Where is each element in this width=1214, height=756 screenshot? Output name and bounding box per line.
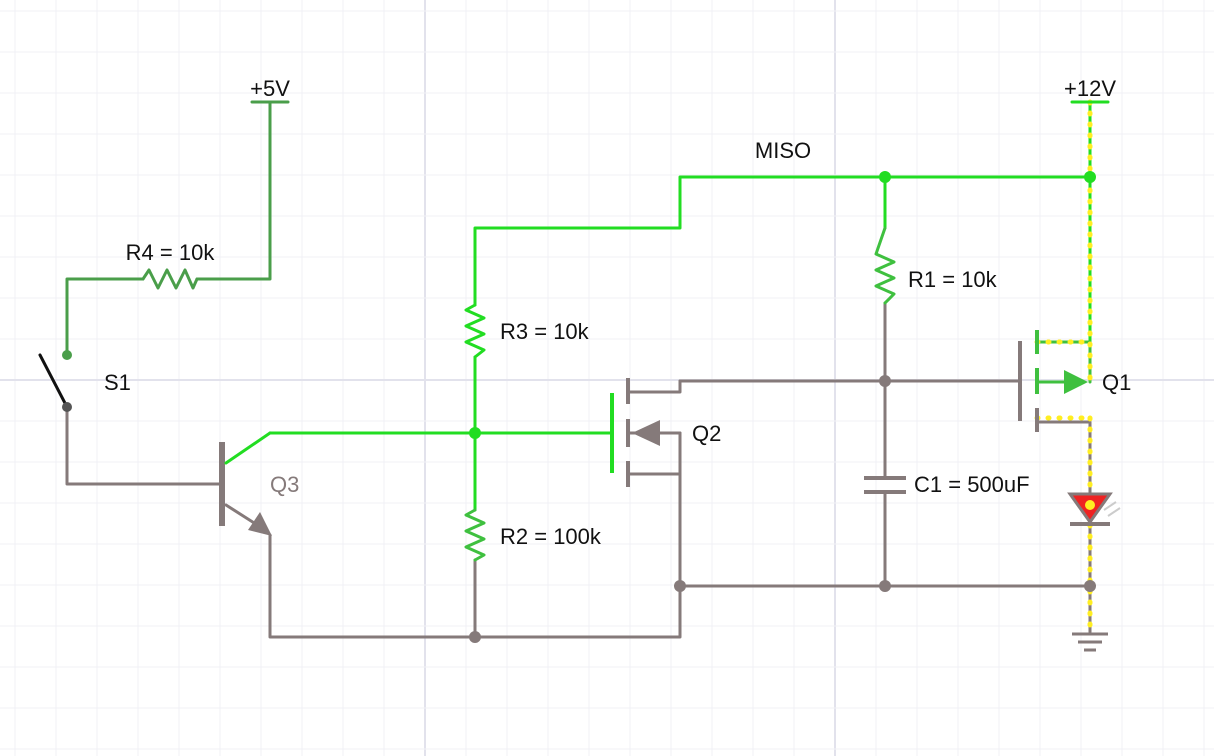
switch-s1[interactable]: S1 bbox=[38, 350, 131, 412]
switch-icon bbox=[38, 353, 69, 409]
resistor-icon bbox=[874, 226, 896, 305]
wire-miso[interactable] bbox=[473, 175, 1092, 307]
rail-plus5v[interactable]: +5V bbox=[250, 76, 290, 104]
junctions bbox=[469, 171, 1096, 643]
resistor-icon bbox=[141, 268, 199, 290]
transistor-q3[interactable]: Q3 bbox=[164, 431, 299, 536]
resistor-r1[interactable]: R1 = 10k bbox=[874, 226, 998, 305]
junction-dot bbox=[1084, 171, 1096, 183]
led-d1[interactable] bbox=[1067, 492, 1121, 526]
wire-r4-right[interactable] bbox=[195, 178, 272, 281]
junction-dot bbox=[469, 631, 481, 643]
transistor-q1-label: Q1 bbox=[1102, 370, 1131, 395]
junction-dot bbox=[879, 171, 891, 183]
led-icon bbox=[1067, 492, 1121, 526]
transistor-q3-label: Q3 bbox=[270, 472, 299, 497]
resistor-r2-label: R2 = 100k bbox=[500, 524, 602, 549]
junction-dot bbox=[879, 580, 891, 592]
transistor-q2-label: Q2 bbox=[692, 421, 721, 446]
junction-dot bbox=[674, 580, 686, 592]
wire-q2-drain[interactable] bbox=[626, 379, 682, 394]
resistor-r4[interactable]: R4 = 10k bbox=[126, 240, 216, 290]
junction-dot bbox=[1084, 580, 1096, 592]
rail-plus5v-label: +5V bbox=[250, 76, 290, 101]
capacitor-icon bbox=[864, 476, 906, 494]
resistor-icon bbox=[464, 303, 486, 359]
current-flow-dots bbox=[1034, 99, 1093, 635]
rail-plus12v[interactable]: +12V bbox=[1064, 76, 1116, 104]
resistor-r1-label: R1 = 10k bbox=[908, 267, 998, 292]
capacitor-c1-label: C1 = 500uF bbox=[914, 472, 1030, 497]
resistor-icon bbox=[464, 508, 486, 562]
rail-plus12v-label: +12V bbox=[1064, 76, 1116, 101]
resistor-r3-label: R3 = 10k bbox=[500, 319, 590, 344]
ground-icon bbox=[1072, 632, 1108, 652]
wire-s1-to-q3-base[interactable] bbox=[65, 405, 224, 486]
nmos-transistor-icon bbox=[574, 378, 682, 487]
junction-dot bbox=[469, 427, 481, 439]
transistor-q1[interactable]: Q1 bbox=[984, 330, 1131, 432]
net-label-miso: MISO bbox=[755, 138, 811, 163]
junction-dot bbox=[879, 375, 891, 387]
wire-q1-drain[interactable] bbox=[1035, 340, 1092, 384]
switch-s1-label: S1 bbox=[104, 370, 131, 395]
npn-transistor-icon bbox=[164, 431, 272, 536]
resistor-r2[interactable]: R2 = 100k bbox=[464, 508, 602, 562]
wire-r4-left-to-s1[interactable] bbox=[65, 277, 145, 357]
wire-q1-source[interactable] bbox=[1035, 420, 1092, 495]
resistor-r4-label: R4 = 10k bbox=[126, 240, 216, 265]
resistor-r3[interactable]: R3 = 10k bbox=[464, 303, 590, 359]
pmos-transistor-icon bbox=[984, 330, 1088, 432]
transistor-q2[interactable]: Q2 bbox=[574, 378, 721, 487]
capacitor-c1[interactable]: C1 = 500uF bbox=[864, 472, 1030, 497]
ground-symbol[interactable] bbox=[1072, 632, 1108, 652]
